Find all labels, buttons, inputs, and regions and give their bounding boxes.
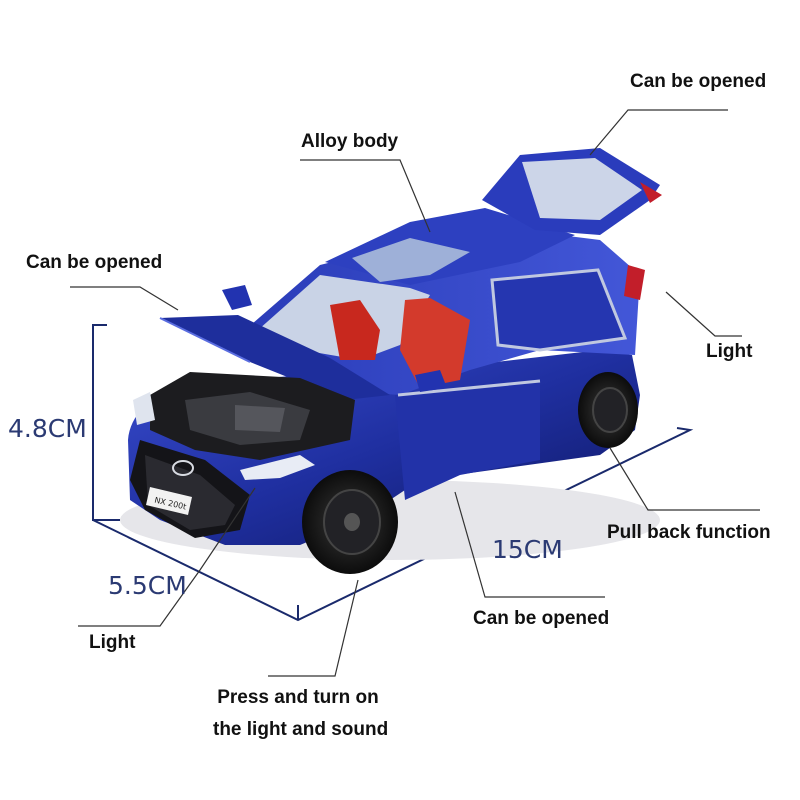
callout-sound-line2: the light and sound: [213, 719, 389, 740]
callout-rear-light: Light: [706, 341, 753, 362]
callout-sound: Press and turn on the light and sound: [213, 682, 389, 746]
callout-trunk: Can be opened: [630, 71, 767, 92]
length-dimension: 15CM: [492, 535, 563, 564]
callout-sound-line1: Press and turn on: [217, 687, 379, 708]
callout-leader-lines: [70, 109, 760, 677]
callout-front-light: Light: [89, 632, 136, 653]
width-dimension: 5.5CM: [108, 571, 187, 600]
brand-emblem: [172, 460, 194, 476]
callout-hood: Can be opened: [26, 252, 163, 273]
car-model: [128, 148, 662, 574]
height-dimension: 4.8CM: [8, 414, 87, 443]
callout-door: Can be opened: [473, 608, 610, 629]
callout-pull-back: Pull back function: [607, 522, 771, 543]
license-plate: [146, 487, 192, 515]
callout-alloy-body: Alloy body: [301, 131, 399, 152]
